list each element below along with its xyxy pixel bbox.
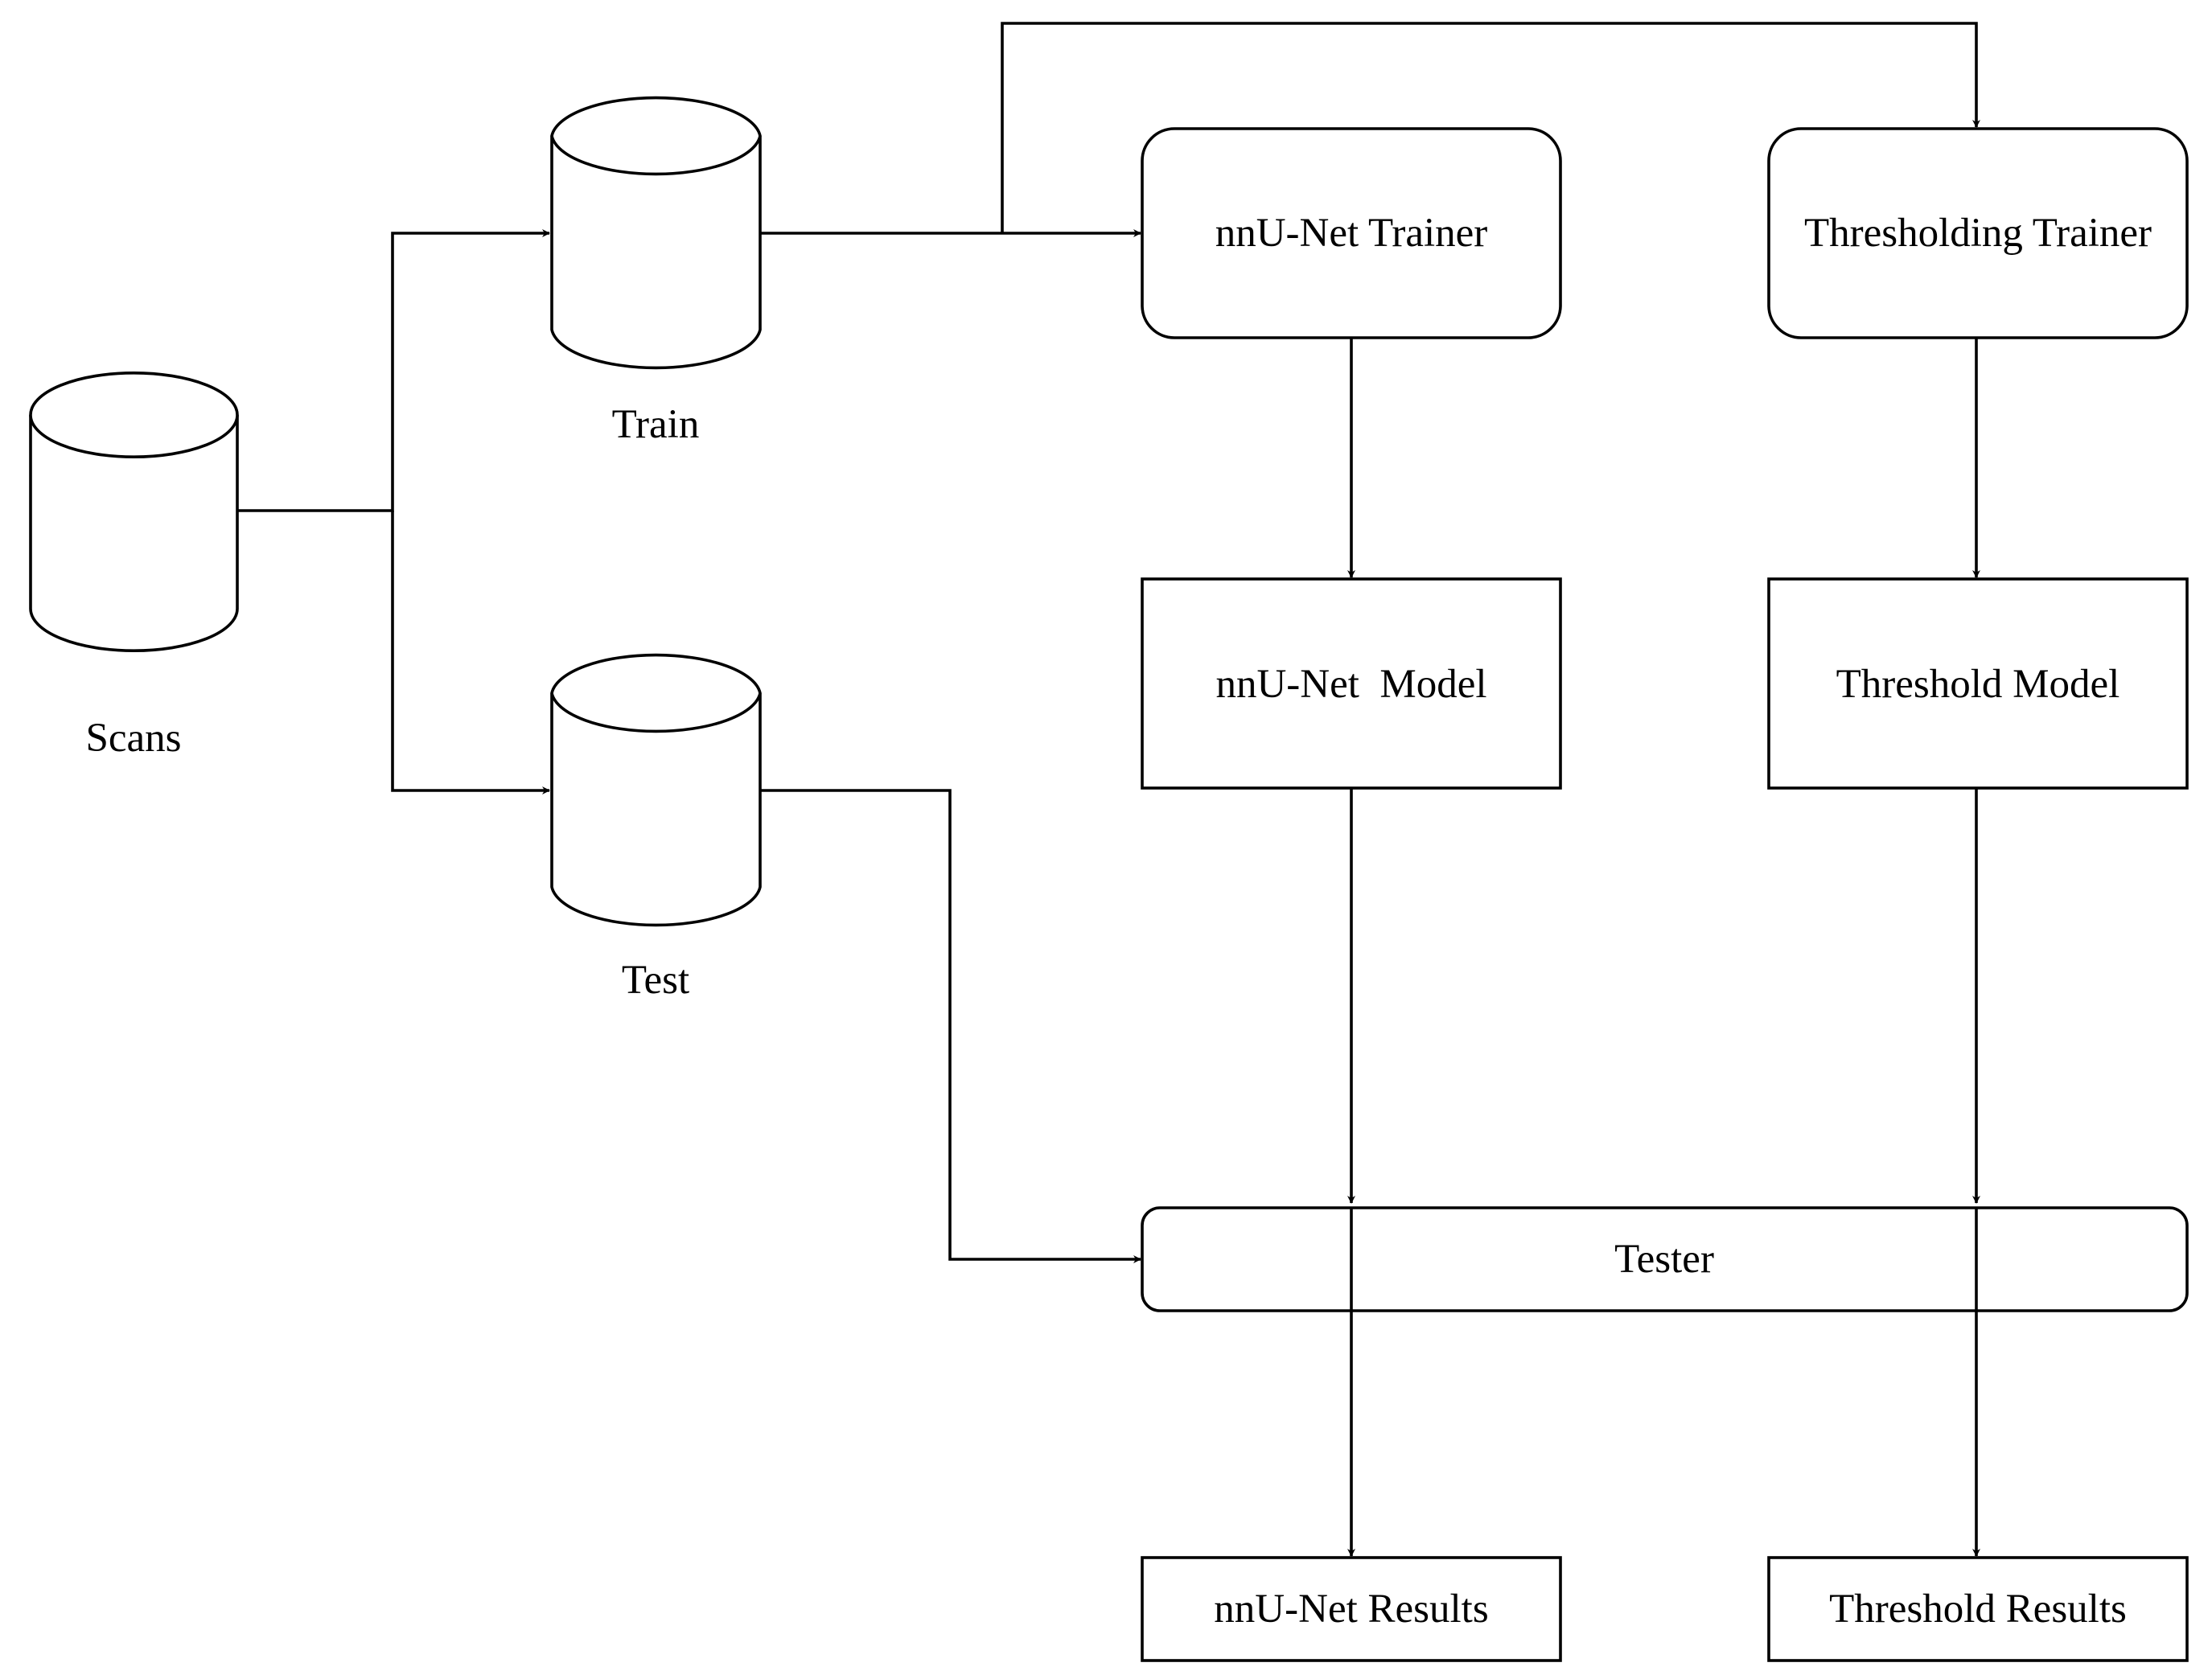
edges	[237, 22, 1980, 1263]
threshold-model-label: Threshold Model	[1836, 662, 2120, 707]
edge-scans-to-train	[237, 229, 550, 512]
nnunet-results-label: nnU-Net Results	[1214, 1587, 1488, 1632]
tester-label: Tester	[1614, 1237, 1714, 1282]
tester-box	[1141, 1206, 2189, 1312]
threshold-results-label: Threshold Results	[1829, 1587, 2127, 1632]
scans-label: Scans	[86, 716, 182, 761]
nnunet-trainer-box	[1141, 127, 1562, 339]
edge-train-to-thresholding-trainer	[1001, 22, 1980, 233]
nnunet-results-box	[1141, 1556, 1562, 1662]
test-cylinder	[550, 653, 762, 927]
nnunet-model-box	[1141, 577, 1562, 790]
thresholding-trainer-box	[1767, 127, 2189, 339]
nnunet-trainer-label: nnU-Net Trainer	[1215, 211, 1488, 256]
edge-scans-to-test	[391, 511, 550, 794]
nnunet-model-label: nnU-Net Model	[1215, 662, 1486, 707]
train-cylinder	[550, 96, 762, 370]
tester-output-edges	[1347, 1208, 1980, 1557]
scans-cylinder	[29, 372, 239, 652]
threshold-model-box	[1767, 577, 2189, 790]
thresholding-trainer-label: Thresholding Trainer	[1804, 211, 2152, 256]
threshold-results-box	[1767, 1556, 2189, 1662]
test-label: Test	[622, 958, 689, 1003]
edge-test-to-tester	[760, 789, 1141, 1263]
train-label: Train	[612, 402, 700, 447]
